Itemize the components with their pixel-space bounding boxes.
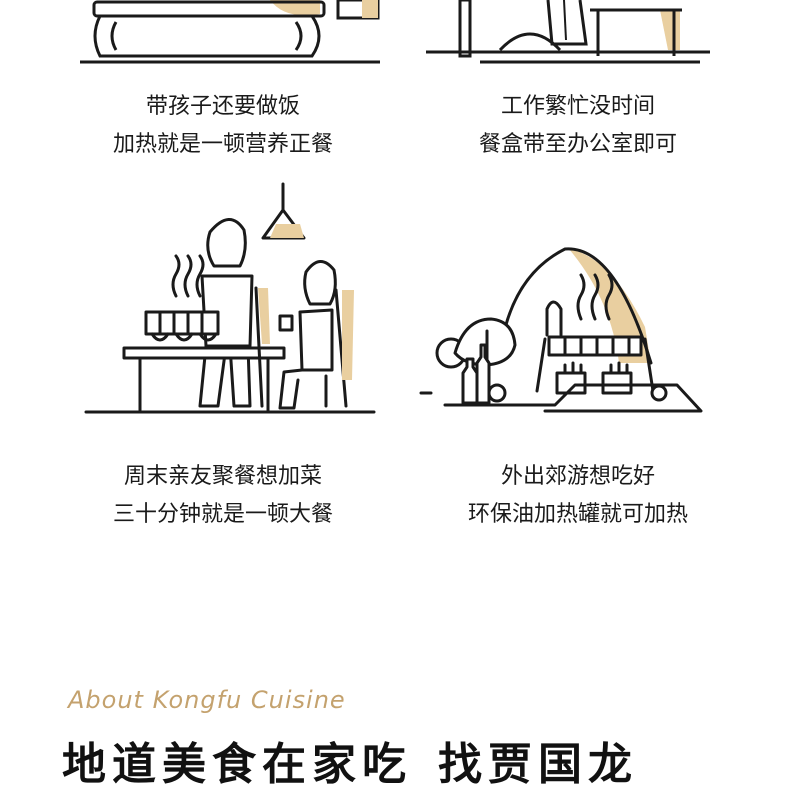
caption-line: 加热就是一顿营养正餐 [112,132,333,157]
scene-outing-caption: 外出郊游想吃好 环保油加热罐就可加热 [428,458,728,534]
caption-line: 外出郊游想吃好 [500,464,655,489]
slogan-part-1: 地道美食在家吃 [62,739,412,790]
caption-line: 环保油加热罐就可加热 [467,502,688,527]
about-subtitle: About Kongfu Cuisine [68,686,346,714]
caption-line: 带孩子还要做饭 [145,94,300,119]
caption-line: 餐盒带至办公室即可 [478,132,677,157]
brand-slogan: 地道美食在家吃找贾国龙 [62,728,742,792]
caption-line: 周末亲友聚餐想加菜 [123,464,322,489]
scene-outing-illustration [419,247,703,413]
scene-kids-caption: 带孩子还要做饭 加热就是一顿营养正餐 [73,88,373,164]
scene-office-illustration [426,0,710,64]
scene-office-caption: 工作繁忙没时间 餐盒带至办公室即可 [428,88,728,164]
scene-friends-caption: 周末亲友聚餐想加菜 三十分钟就是一顿大餐 [73,458,373,534]
caption-line: 三十分钟就是一顿大餐 [112,502,333,527]
caption-line: 工作繁忙没时间 [500,94,655,119]
scene-friends-illustration [84,182,376,414]
scene-kids-illustration [80,0,380,64]
slogan-part-2: 找贾国龙 [438,739,638,790]
